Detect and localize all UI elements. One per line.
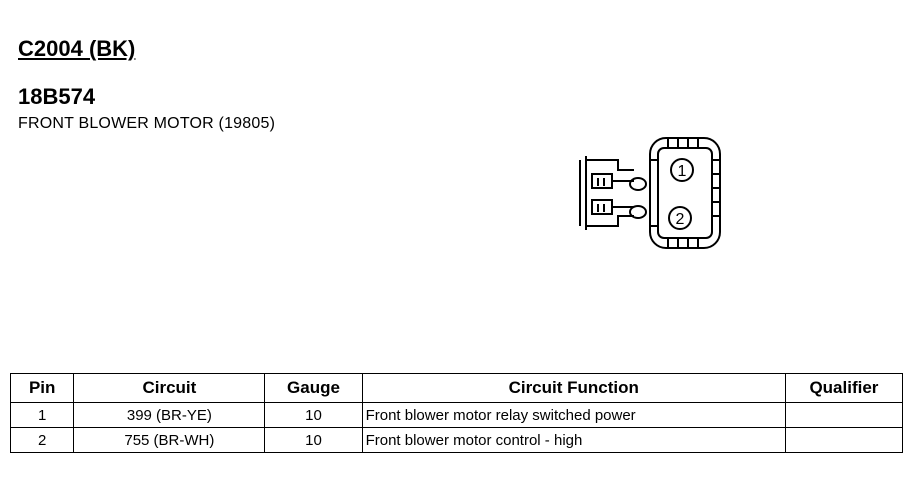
- pin-2-label: 2: [676, 211, 685, 228]
- connector-face-diagram: 1 2: [579, 137, 721, 249]
- qualifier-cell: [784, 402, 904, 428]
- qualifier-cell: [784, 427, 904, 453]
- pin-2-marker: 2: [668, 206, 692, 230]
- function-cell: Front blower motor control - high: [361, 427, 786, 453]
- component-description: FRONT BLOWER MOTOR (19805): [18, 115, 276, 132]
- connector-id: C2004 (BK): [18, 36, 136, 61]
- table-row: 2 755 (BR-WH) 10 Front blower motor cont…: [9, 427, 904, 453]
- circuit-cell: 755 (BR-WH): [73, 427, 266, 453]
- circuit-cell: 399 (BR-YE): [73, 402, 266, 428]
- column-header-qualifier: Qualifier: [784, 373, 904, 403]
- table-header-row: Pin Circuit Gauge Circuit Function Quali…: [9, 373, 904, 403]
- column-header-circuit: Circuit: [73, 373, 266, 403]
- pin-cell: 1: [9, 402, 75, 428]
- function-cell: Front blower motor relay switched power: [361, 402, 786, 428]
- part-number: 18B574: [18, 84, 96, 109]
- column-header-circuit-function: Circuit Function: [361, 373, 786, 403]
- pin-1-marker: 1: [670, 158, 694, 182]
- gauge-cell: 10: [264, 427, 363, 453]
- pin-table: Pin Circuit Gauge Circuit Function Quali…: [9, 373, 904, 453]
- table-row: 1 399 (BR-YE) 10 Front blower motor rela…: [9, 402, 904, 428]
- column-header-pin: Pin: [9, 373, 75, 403]
- column-header-gauge: Gauge: [264, 373, 363, 403]
- pin-1-label: 1: [678, 163, 687, 180]
- gauge-cell: 10: [264, 402, 363, 428]
- pin-cell: 2: [9, 427, 75, 453]
